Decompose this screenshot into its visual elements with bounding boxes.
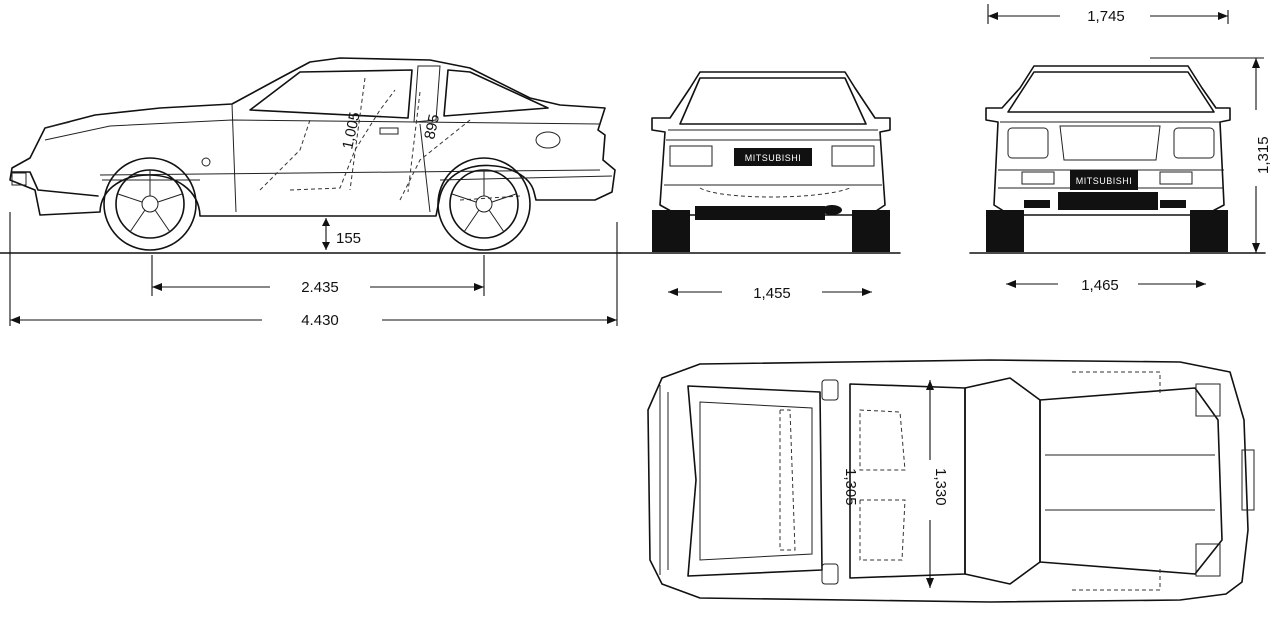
top-right-headlight [1195,543,1221,577]
side-seat-dashes [259,89,396,191]
side-rear-window [443,69,549,117]
front-view: MITSUBISHI 1,745 1,315 1,465 [969,4,1272,294]
top-windscreen [964,377,1041,585]
side-fuel-cap [535,131,561,149]
side-front-light [11,172,27,186]
rear-right-taillight [831,145,875,167]
rear-badge-text: MITSUBISHI [745,153,802,163]
front-right-foglight [1159,171,1193,185]
side-marker-light [201,157,211,167]
rear-exhaust [822,205,842,215]
side-door-handle [379,127,399,135]
rear-left-taillight [669,145,713,167]
rear-shoulder-width-label: 1,305 [842,468,859,506]
front-left-foglight [1021,171,1055,185]
top-rear-hatch-glass [687,385,823,577]
rear-badge-plate [734,148,812,166]
top-front-bumper [1241,449,1255,511]
rear-headroom-label: 895 [421,113,443,141]
side-body-outline [9,57,616,217]
top-left-mirror [821,379,839,401]
front-left-headlight [1007,127,1049,159]
side-front-window [249,69,413,119]
ground-clearance-label: 155 [336,230,361,247]
side-front-bumper [11,171,99,197]
rear-track-label: 1,455 [753,285,791,302]
side-front-wheel [103,157,197,251]
top-body-outline [647,359,1249,603]
rear-tyres [652,210,890,252]
wheelbase-label: 2.435 [301,279,339,296]
side-body-line [99,169,601,176]
side-beltline [44,119,601,141]
front-lower-intake [1058,192,1158,210]
overall-length-label: 4.430 [301,312,339,329]
rear-window [679,77,867,125]
front-badge-text: MITSUBISHI [1076,176,1133,186]
top-right-mirror [821,563,839,585]
top-hood [1039,387,1223,575]
front-windscreen [1007,71,1215,113]
top-left-headlight [1195,383,1221,417]
overall-width-label: 1,745 [1087,8,1125,25]
top-view: 1,330 1,305 [647,359,1255,603]
rear-view: MITSUBISHI 1,455 [619,71,901,302]
front-body-outline [985,65,1231,216]
front-hood-bulge [1059,125,1161,161]
side-b-pillar [413,65,441,123]
side-view: 155 1,005 895 2.435 4.430 [0,57,621,329]
front-right-headlight [1173,127,1215,159]
front-track-label: 1,465 [1081,277,1119,294]
rear-body-outline [651,71,891,216]
front-tyres [986,210,1228,252]
side-stripe [102,175,613,181]
side-door-lines [231,103,431,213]
front-shoulder-width-label: 1,330 [932,468,949,506]
overall-height-label: 1,315 [1255,136,1272,174]
rear-bumper-valance [695,206,825,220]
front-badge-plate [1070,170,1138,190]
side-rear-wheel [437,157,531,251]
